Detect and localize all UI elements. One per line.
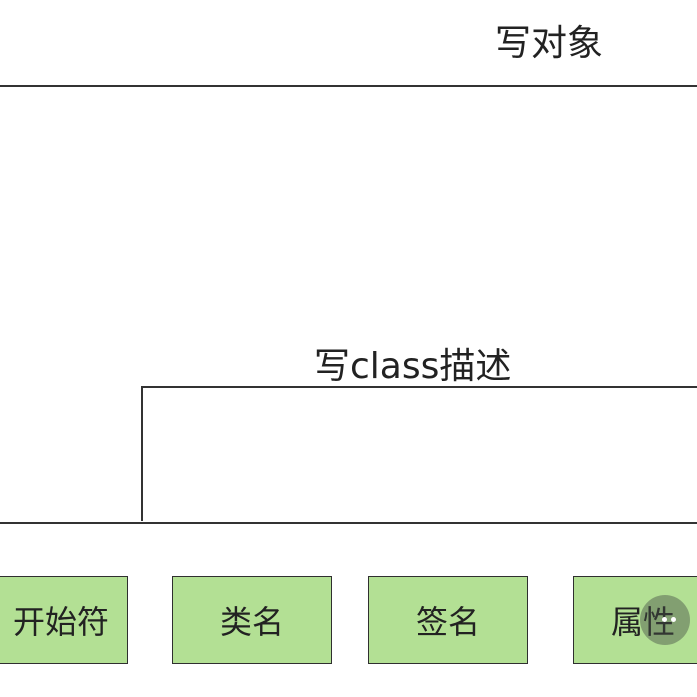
box-start-marker: 开始符 (0, 576, 128, 664)
floating-assistant-icon[interactable] (640, 595, 690, 645)
class-description-bracket-left (141, 386, 143, 521)
box-class-name: 类名 (172, 576, 332, 664)
box-attributes: 属性 (573, 576, 697, 664)
class-description-bracket-top (141, 386, 697, 388)
object-bracket-line (0, 85, 697, 87)
write-object-label: 写对象 (495, 23, 604, 64)
assistant-dot-icon (662, 617, 667, 622)
baseline-divider (0, 522, 697, 524)
write-class-description-label: 写class描述 (314, 346, 512, 387)
assistant-dot-icon (671, 617, 676, 622)
box-signature: 签名 (368, 576, 528, 664)
